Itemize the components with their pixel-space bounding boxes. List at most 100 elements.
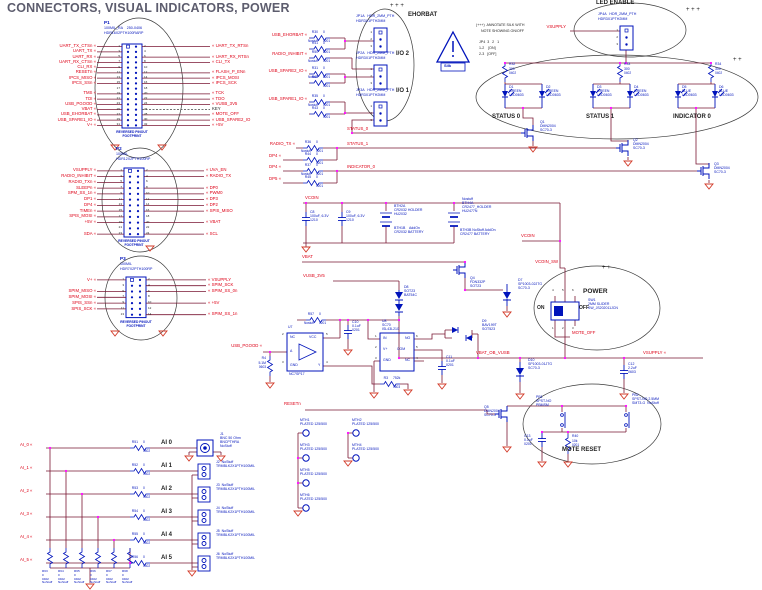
junction-dot — [563, 356, 567, 360]
led-symbol — [590, 84, 603, 108]
pin-icon — [379, 75, 382, 78]
ground-symbol — [265, 382, 275, 389]
junction-dot — [566, 430, 570, 434]
capacitor-symbol — [302, 212, 310, 226]
pin-1-icon — [624, 28, 629, 33]
pin-icon — [625, 43, 628, 46]
resistor-symbol — [616, 62, 624, 82]
pin-icon — [130, 290, 134, 293]
resistor-symbol — [62, 548, 70, 568]
pushbutton-pb1-contact — [560, 423, 564, 427]
ground-symbol — [343, 349, 353, 356]
ground-symbol — [216, 455, 226, 462]
junction-dot — [96, 515, 100, 519]
junction-dot — [64, 469, 68, 473]
junction-dot — [346, 431, 350, 435]
mote-reset-ellipse — [522, 383, 662, 465]
exclamation-dot — [452, 55, 454, 57]
pin-1-icon — [130, 278, 134, 282]
pin-icon — [134, 71, 138, 74]
junction-dot — [540, 430, 544, 434]
page-title: CONNECTORS, VISUAL INDICATORS, POWER — [7, 1, 290, 15]
ground-symbol — [110, 144, 120, 151]
buffer-triangle-icon — [298, 343, 317, 361]
pin-icon — [379, 38, 382, 41]
ground-symbol — [528, 146, 538, 153]
junction-dot — [80, 492, 84, 496]
ground-symbol — [145, 245, 155, 252]
pin-icon — [134, 98, 138, 101]
pin-icon — [128, 227, 132, 230]
pin-icon — [134, 92, 138, 95]
pin-icon — [126, 87, 130, 90]
pin-1-icon — [378, 104, 383, 109]
pin-icon — [625, 36, 628, 39]
ground-symbol — [157, 144, 167, 151]
ground-symbol — [502, 311, 512, 318]
pin-icon — [126, 82, 130, 85]
resistor-symbol — [501, 62, 509, 82]
pin-icon — [126, 77, 130, 80]
mosfet-symbol — [495, 406, 508, 422]
pin-icon — [128, 192, 132, 195]
resistor-symbol — [110, 548, 118, 568]
resistor-symbol — [46, 548, 54, 568]
connector-P1-ellipse — [94, 17, 184, 159]
resistor-symbol — [303, 144, 323, 152]
pin-icon — [130, 284, 134, 287]
pin-icon — [379, 45, 382, 48]
pin-icon — [138, 302, 142, 305]
pushbutton-pb1 — [560, 413, 564, 417]
pin-icon — [134, 103, 138, 106]
junction-dot — [335, 169, 339, 173]
pin-icon — [134, 66, 138, 69]
wire-layer — [46, 30, 715, 583]
junction-dot — [128, 561, 132, 565]
resistor-symbol — [306, 316, 326, 324]
junction-dot — [397, 356, 401, 360]
pin-icon — [130, 307, 134, 310]
led-enable-ellipse — [573, 2, 687, 58]
pin-icon — [126, 50, 130, 53]
mosfet-symbol — [616, 140, 629, 156]
led-triangle-icon — [712, 91, 718, 97]
battery-holder-bth4a-plates — [450, 216, 458, 227]
junction-dot — [521, 106, 525, 110]
pin-icon — [134, 45, 138, 48]
resistor-symbol — [303, 167, 323, 175]
resistor-symbol — [130, 467, 150, 475]
tvs-diode-d7-leads — [503, 284, 511, 306]
pin-icon — [128, 204, 132, 207]
mosfet-symbol — [697, 163, 710, 179]
led-triangle-icon — [627, 91, 633, 97]
connector-P3-ellipse — [104, 255, 178, 341]
junction-dot — [268, 350, 272, 354]
power-switch — [550, 301, 580, 321]
bnc-connector — [196, 439, 214, 457]
pin-icon — [134, 108, 138, 111]
ic-u7-box — [286, 332, 324, 372]
junction-dot — [624, 404, 628, 408]
pin-icon — [126, 92, 130, 95]
battery-holder-bth2a — [380, 212, 392, 223]
pin-1-icon — [126, 44, 130, 49]
junction-dot — [518, 356, 522, 360]
capacitor-symbol — [338, 212, 346, 226]
pushbutton-pb2-contact — [624, 423, 628, 427]
junction-dot — [296, 456, 300, 460]
junction-dot — [558, 239, 562, 243]
pin-icon — [128, 187, 132, 190]
pin-icon — [136, 181, 140, 184]
power-switch-knob — [554, 306, 563, 316]
led-array-ellipse — [475, 54, 759, 140]
pin-icon — [134, 124, 138, 127]
pin-icon — [134, 113, 138, 116]
pin-icon — [136, 215, 140, 218]
resistor-symbol — [310, 45, 330, 53]
ic-u8-box — [379, 332, 415, 372]
battery-holder-bth4a — [448, 212, 460, 223]
pin-icon — [126, 124, 130, 127]
ground-symbol — [158, 330, 168, 337]
ground-symbol — [437, 383, 447, 390]
